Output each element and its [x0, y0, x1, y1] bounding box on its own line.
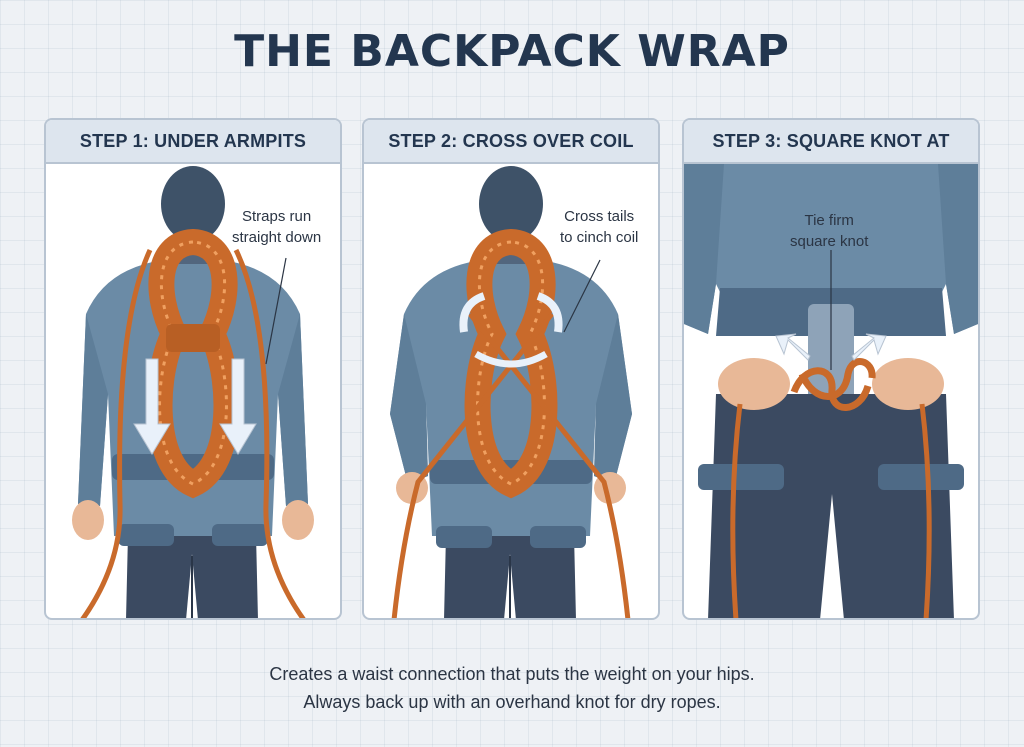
- step-2-header: STEP 2: CROSS OVER COIL: [364, 120, 658, 164]
- step-3-callout: Tie firm square knot: [790, 212, 869, 250]
- step-1-illustration: [72, 166, 314, 618]
- page-title: THE BACKPACK WRAP: [234, 26, 790, 77]
- step-2-callout: Cross tails to cinch coil: [560, 208, 639, 246]
- step-2-panel: STEP 2: CROSS OVER COIL Cross tails to: [362, 118, 660, 620]
- step-3-panel: STEP 3: SQUARE KNOT AT WAIST Tie firm sq…: [682, 118, 980, 620]
- step-3-illustration: [684, 164, 978, 618]
- footer-line-2: Always back up with an overhand knot for…: [303, 692, 721, 712]
- step-2-illustration: [390, 166, 632, 618]
- step-1-callout: Straps run straight down: [232, 208, 322, 246]
- step-1-panel: STEP 1: UNDER ARMPITS Straps run: [44, 118, 342, 620]
- footer-line-1: Creates a waist connection that puts the…: [269, 664, 755, 684]
- step-3-header: STEP 3: SQUARE KNOT AT WAIST: [684, 120, 978, 193]
- step-1-header: STEP 1: UNDER ARMPITS: [46, 120, 340, 164]
